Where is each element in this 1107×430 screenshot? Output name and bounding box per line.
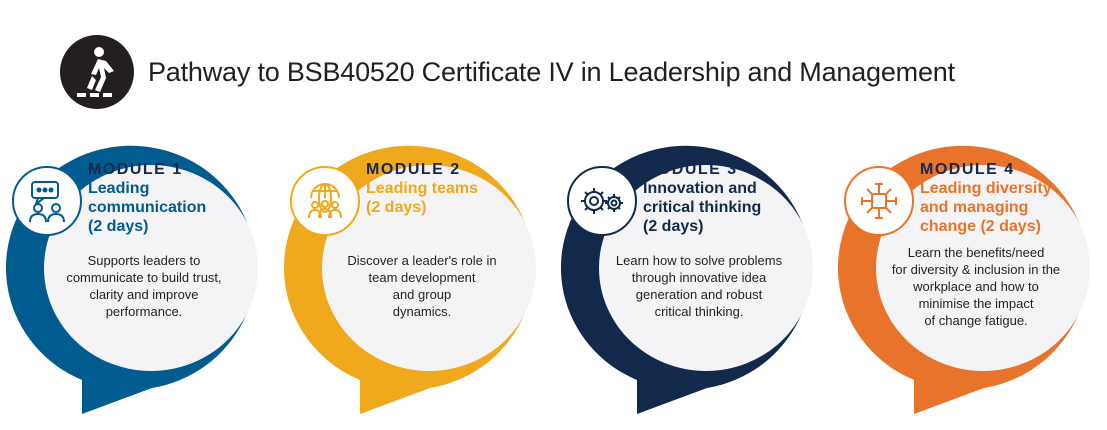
module-card-4: MODULE 4 Leading diversity and managing … [834, 122, 1096, 422]
description-line: minimise the impact [918, 296, 1034, 311]
description-line: team development [368, 270, 476, 285]
globe-team-icon [290, 166, 360, 236]
module-4-label: MODULE 4 [920, 161, 1015, 178]
diversity-hands-icon [844, 166, 914, 236]
module-3-heading: MODULE 3 Innovation and critical thinkin… [643, 160, 813, 236]
module-2-description: Discover a leader's role in team develop… [318, 252, 526, 320]
page-title: Pathway to BSB40520 Certificate IV in Le… [148, 56, 955, 87]
module-2-name-line: Leading teams [366, 180, 479, 197]
description-line: critical thinking. [654, 304, 744, 319]
module-4-description: Learn the benefits/need for diversity & … [872, 244, 1080, 329]
description-line: communicate to build trust, [66, 270, 222, 285]
module-3-name-line: (2 days) [643, 218, 704, 235]
module-card-2: MODULE 2 Leading teams (2 days) Discover… [280, 122, 542, 422]
description-line: and group [392, 287, 452, 302]
module-4-heading: MODULE 4 Leading diversity and managing … [920, 160, 1090, 236]
module-2-heading: MODULE 2 Leading teams (2 days) [366, 160, 536, 217]
module-4-name-line: Leading diversity [920, 180, 1052, 197]
module-4-name-line: and managing [920, 199, 1029, 216]
module-card-3: MODULE 3 Innovation and critical thinkin… [557, 122, 819, 422]
module-3-label: MODULE 3 [643, 161, 738, 178]
module-2-label: MODULE 2 [366, 161, 461, 178]
description-line: performance. [105, 304, 183, 319]
module-3-description: Learn how to solve problems through inno… [595, 252, 803, 320]
description-line: Learn how to solve problems [615, 253, 783, 268]
module-1-name-line: Leading [88, 180, 150, 197]
module-3-name-line: Innovation and [643, 180, 757, 197]
module-4-name-line: change (2 days) [920, 218, 1041, 235]
module-2-name-line: (2 days) [366, 199, 427, 216]
description-line: workplace and how to [913, 279, 1039, 294]
module-1-name-line: (2 days) [88, 218, 149, 235]
module-1-name-line: communication [88, 199, 207, 216]
description-line: Discover a leader's role in [347, 253, 497, 268]
description-line: Supports leaders to [87, 253, 201, 268]
description-line: dynamics. [392, 304, 452, 319]
chat-people-icon [12, 166, 82, 236]
description-line: of change fatigue. [924, 313, 1028, 328]
description-line: generation and robust [635, 287, 763, 302]
description-line: for diversity & inclusion in the [891, 262, 1061, 277]
header: Pathway to BSB40520 Certificate IV in Le… [60, 22, 955, 122]
module-card-1: MODULE 1 Leading communication (2 days) … [2, 122, 264, 422]
module-3-name-line: critical thinking [643, 199, 762, 216]
module-1-description: Supports leaders to communicate to build… [40, 252, 248, 320]
pedestrian-crossing-icon [60, 35, 134, 109]
description-line: clarity and improve [89, 287, 199, 302]
gears-icon [567, 166, 637, 236]
description-line: Learn the benefits/need [907, 245, 1045, 260]
module-1-label: MODULE 1 [88, 161, 183, 178]
description-line: through innovative idea [631, 270, 767, 285]
module-1-heading: MODULE 1 Leading communication (2 days) [88, 160, 258, 236]
